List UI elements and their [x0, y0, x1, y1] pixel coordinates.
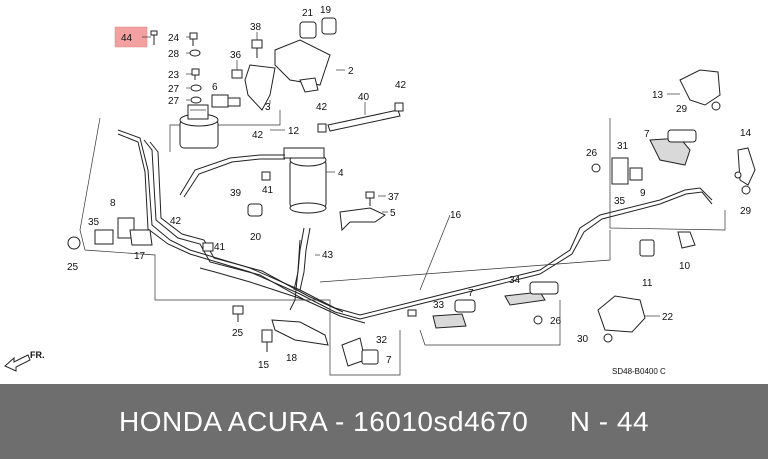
clips-20-41 — [202, 171, 271, 252]
callout-35: 35 — [614, 196, 626, 207]
callout-7: 7 — [386, 355, 392, 366]
callout-43: 43 — [322, 250, 334, 261]
callout-41: 41 — [262, 185, 274, 196]
callout-18: 18 — [286, 353, 298, 364]
part-14-bracket — [734, 147, 756, 195]
callout-27: 27 — [168, 84, 180, 95]
callout-42: 42 — [252, 130, 264, 141]
callout-9: 9 — [640, 188, 646, 199]
callout-22: 22 — [662, 312, 674, 323]
callout-27: 27 — [168, 96, 180, 107]
callout-37: 37 — [388, 192, 400, 203]
callout-7: 7 — [468, 288, 474, 299]
callout-33: 33 — [433, 300, 445, 311]
lower-left-parts — [232, 305, 329, 352]
callout-20: 20 — [250, 232, 262, 243]
callout-42: 42 — [170, 216, 182, 227]
part-5-bracket — [339, 191, 386, 232]
callout-24: 24 — [168, 33, 180, 44]
callout-23: 23 — [168, 70, 180, 81]
callout-25: 25 — [67, 262, 79, 273]
part-22-shield — [597, 295, 646, 343]
small-fasteners — [189, 32, 202, 104]
part-32-clamp — [341, 337, 379, 367]
left-clamps — [67, 217, 153, 250]
callout-41: 41 — [214, 242, 226, 253]
callout-2: 2 — [348, 66, 354, 77]
footer-title: HONDA ACURA - 16010sd4670 N - 44 — [118, 406, 650, 437]
parts-diagram: 44 24 28 23 27 27 6 38 36 21 19 2 3 42 4… — [4, 5, 756, 376]
callout-44: 44 — [121, 33, 133, 44]
callout-14: 14 — [740, 128, 752, 139]
part-2-bracket — [244, 17, 337, 111]
part-44-bolt — [150, 30, 158, 45]
callout-42: 42 — [316, 102, 328, 113]
callout-26: 26 — [586, 148, 598, 159]
part-13-bracket — [679, 69, 721, 111]
part-12-fuel-pump — [179, 104, 219, 149]
callout-6: 6 — [212, 82, 218, 93]
footer-bar: HONDA ACURA - 16010sd4670 N - 44 — [0, 384, 768, 459]
callout-39: 39 — [230, 188, 242, 199]
callouts: 44 24 28 23 27 27 6 38 36 21 19 2 3 42 4… — [30, 5, 752, 376]
callout-32: 32 — [376, 335, 388, 346]
callout-36: 36 — [230, 50, 242, 61]
callout-4: 4 — [338, 168, 344, 179]
callout-35: 35 — [88, 217, 100, 228]
part-39-hose — [179, 154, 285, 198]
callout-5: 5 — [390, 208, 396, 219]
callout-34: 34 — [509, 275, 521, 286]
lower-middle-clamps — [407, 281, 559, 329]
leader-lines — [142, 32, 680, 317]
callout-29: 29 — [740, 206, 752, 217]
callout-40: 40 — [358, 92, 370, 103]
callout-17: 17 — [134, 251, 146, 262]
callout-10: 10 — [679, 261, 691, 272]
callout-12: 12 — [288, 126, 300, 137]
part-43-hose — [293, 227, 311, 291]
fuel-line-bundle — [117, 129, 713, 324]
callout-7: 7 — [644, 129, 650, 140]
callout-25: 25 — [232, 328, 244, 339]
callout-3: 3 — [265, 102, 271, 113]
direction-label: FR. — [30, 350, 45, 360]
callout-31: 31 — [617, 141, 629, 152]
front-arrow-icon — [4, 354, 31, 372]
callout-29: 29 — [676, 104, 688, 115]
diagram-code: SD48-B0400 C — [612, 367, 666, 376]
callout-42: 42 — [395, 80, 407, 91]
part-4-canister — [283, 147, 327, 214]
callout-13: 13 — [652, 90, 664, 101]
callout-21: 21 — [302, 8, 314, 19]
callout-19: 19 — [320, 5, 332, 16]
part-6-clip — [211, 94, 241, 108]
callout-16: 16 — [450, 210, 462, 221]
clips-10-11 — [639, 231, 696, 257]
group-outlines — [79, 110, 726, 376]
callout-28: 28 — [168, 49, 180, 60]
right-middle-clamps — [591, 129, 697, 185]
callout-11: 11 — [642, 278, 653, 289]
callout-30: 30 — [577, 334, 589, 345]
part-40-hose — [317, 102, 404, 133]
callout-26: 26 — [550, 316, 562, 327]
callout-38: 38 — [250, 22, 262, 33]
callout-15: 15 — [258, 360, 270, 371]
callout-8: 8 — [110, 198, 116, 209]
